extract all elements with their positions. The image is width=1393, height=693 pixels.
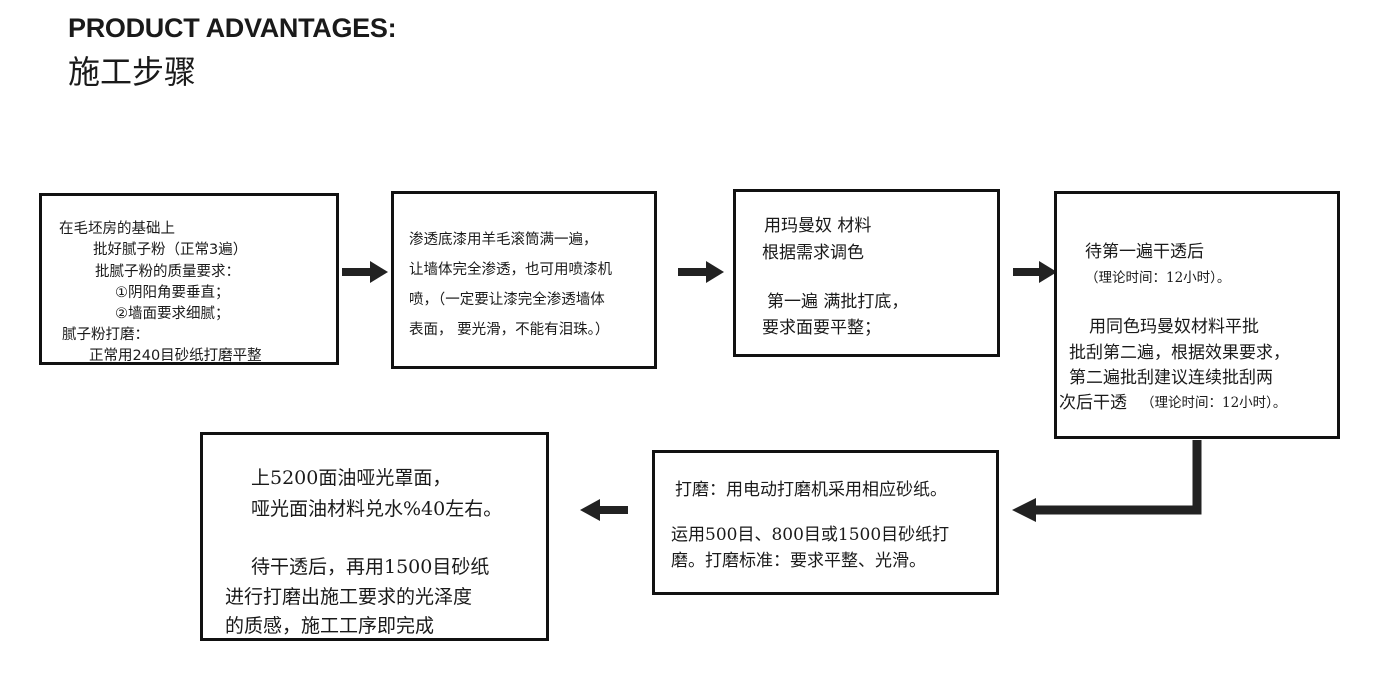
arrow-left-icon <box>580 499 628 521</box>
step-6-line-2: 哑光面油材料兑水%40左右。 <box>251 498 503 520</box>
step-6-line-3: 待干透后，再用1500目砂纸 <box>251 556 490 578</box>
step-6-box: 上5200面油哑光罩面， 哑光面油材料兑水%40左右。 待干透后，再用1500目… <box>200 432 549 641</box>
elbow-arrow-icon <box>1012 440 1202 522</box>
step-6-line-4: 进行打磨出施工要求的光泽度 <box>225 586 473 608</box>
arrow-right-icon <box>678 261 724 283</box>
step-1-line-5: ②墙面要求细腻； <box>115 306 230 322</box>
step-4-line-2: （理论时间：12小时）。 <box>1085 270 1231 286</box>
arrow-right-icon <box>1013 261 1057 283</box>
step-3-box: 用玛曼奴 材料 根据需求调色 第一遍 满批打底， 要求面要平整； <box>733 189 1000 357</box>
step-1-line-4: ①阴阳角要垂直； <box>115 285 230 301</box>
step-1-box: 在毛坯房的基础上 批好腻子粉（正常3遍） 批腻子粉的质量要求： ①阴阳角要垂直；… <box>39 193 339 365</box>
arrow-right-icon <box>342 261 388 283</box>
step-3-line-3: 第一遍 满批打底， <box>767 292 909 312</box>
step-4-box: 待第一遍干透后 （理论时间：12小时）。 用同色玛曼奴材料平批 批刮第二遍，根据… <box>1054 191 1340 439</box>
step-4-line-3: 用同色玛曼奴材料平批 <box>1089 317 1259 337</box>
step-4-line-5: 第二遍批刮建议连续批刮两 <box>1069 368 1273 388</box>
step-5-box: 打磨：用电动打磨机采用相应砂纸。 运用500目、800目或1500目砂纸打 磨。… <box>652 450 999 595</box>
step-1-line-3: 批腻子粉的质量要求： <box>95 264 240 280</box>
step-1-line-6: 腻子粉打磨： <box>62 327 149 343</box>
step-5-line-3: 磨。打磨标准：要求平整、光滑。 <box>671 551 926 571</box>
step-4-line-1: 待第一遍干透后 <box>1085 242 1204 262</box>
step-6-line-5: 的质感，施工工序即完成 <box>225 615 435 637</box>
step-1-line-7: 正常用240目砂纸打磨平整 <box>89 348 262 364</box>
step-2-line-1: 渗透底漆用羊毛滚筒满一遍， <box>409 232 598 248</box>
step-4-line-7: （理论时间：12小时）。 <box>1141 395 1287 411</box>
step-4-line-6: 次后干透 <box>1059 393 1127 413</box>
step-1-line-1: 在毛坯房的基础上 <box>59 221 175 237</box>
step-6-line-1: 上5200面油哑光罩面， <box>251 467 452 489</box>
step-2-box: 渗透底漆用羊毛滚筒满一遍， 让墙体完全渗透，也可用喷漆机 喷，（一定要让漆完全渗… <box>391 191 657 369</box>
step-4-line-4: 批刮第二遍，根据效果要求， <box>1069 343 1290 363</box>
heading-english: PRODUCT ADVANTAGES: <box>68 13 397 43</box>
step-5-line-1: 打磨：用电动打磨机采用相应砂纸。 <box>675 480 947 500</box>
step-2-line-3: 喷，（一定要让漆完全渗透墙体 <box>409 292 605 308</box>
step-5-line-2: 运用500目、800目或1500目砂纸打 <box>671 525 950 545</box>
step-3-line-1: 用玛曼奴 材料 <box>764 216 872 236</box>
step-2-line-2: 让墙体完全渗透，也可用喷漆机 <box>409 262 612 278</box>
step-1-line-2: 批好腻子粉（正常3遍） <box>93 242 248 258</box>
step-2-line-4: 表面， 要光滑，不能有泪珠。） <box>409 322 610 338</box>
step-3-line-4: 要求面要平整； <box>762 318 881 338</box>
step-3-line-2: 根据需求调色 <box>762 243 864 263</box>
heading-chinese: 施工步骤 <box>68 53 197 91</box>
